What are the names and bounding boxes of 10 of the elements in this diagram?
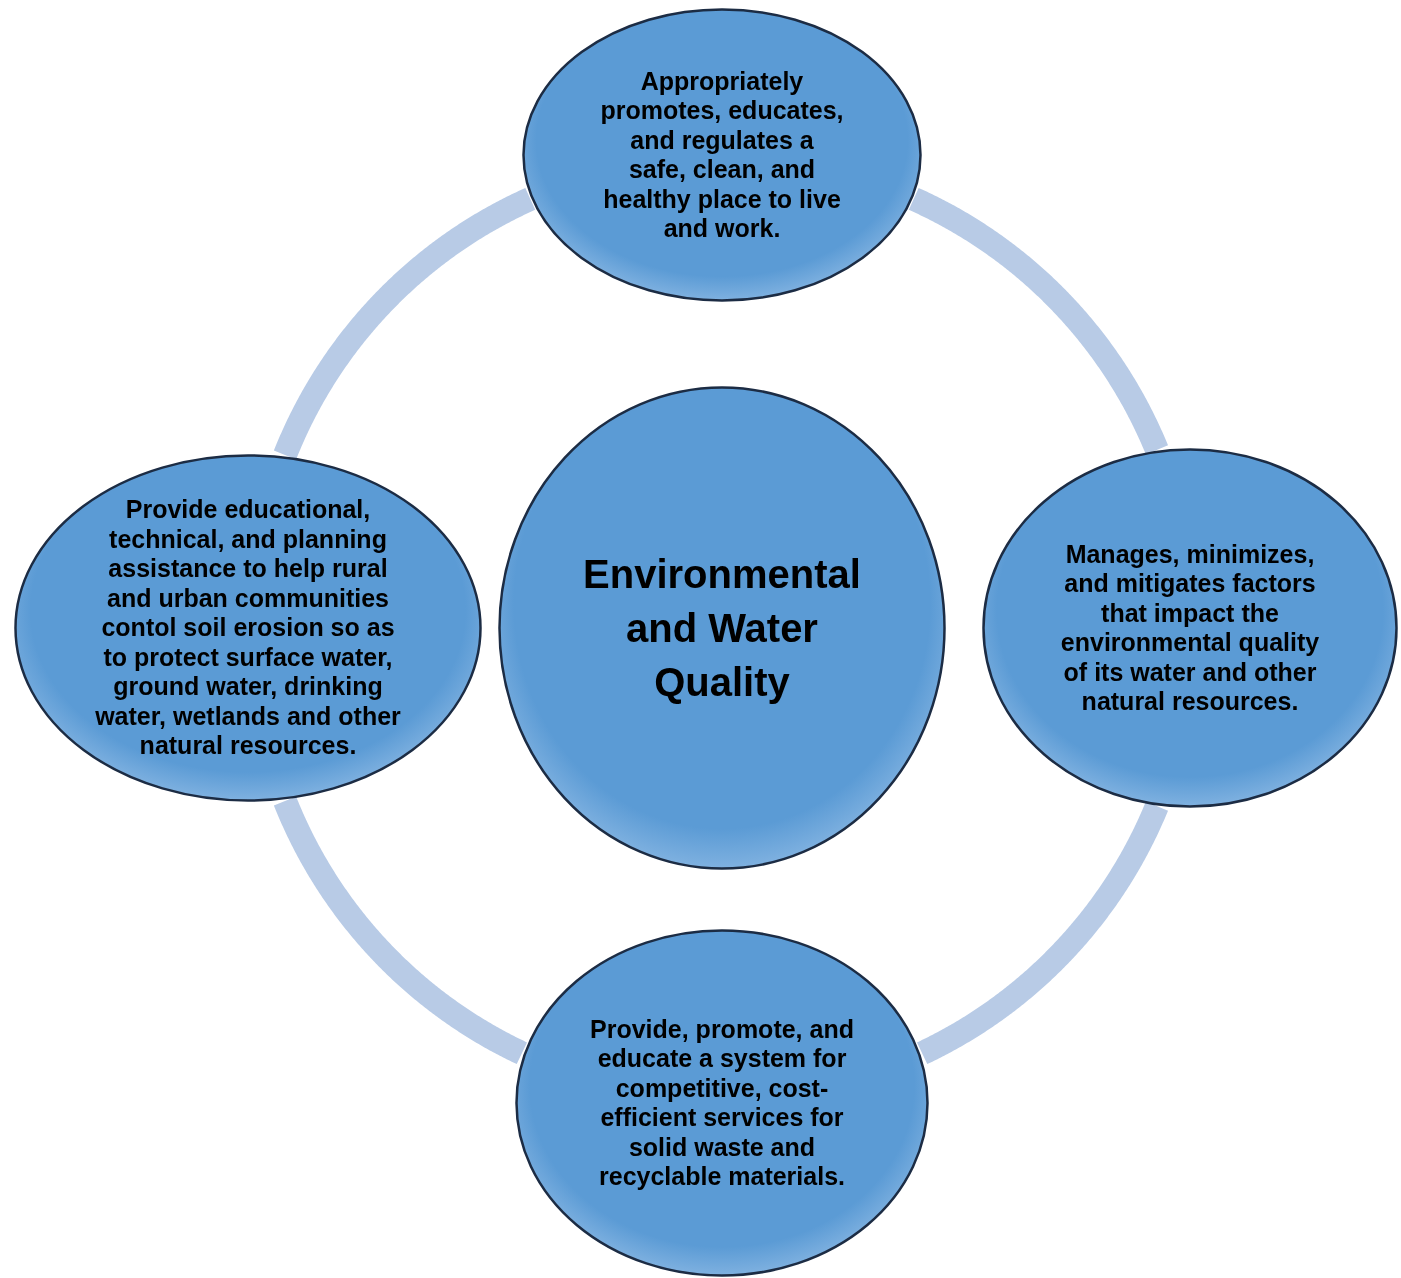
ellipse-node	[515, 929, 929, 1277]
center-title: Environmental and Water Quality	[582, 551, 862, 706]
node-text: Provide, promote, and educate a system for competitive, cost-efficient services for solid waste and recyclable materials.	[589, 1014, 855, 1192]
node-text: Provide educational, technical, and planning assistance to help rural and urban communities contol soil erosion so as to protect surface water, ground water, drinking water, wetlands and other natural resources.	[94, 495, 402, 761]
ellipse-node	[522, 8, 922, 302]
center-circle	[498, 386, 946, 870]
node-text: Manages, minimizes, and mitigates factors that impact the environmental quality of its water and other natural resources.	[1059, 539, 1321, 717]
ellipse-node	[982, 448, 1398, 808]
node-text: Appropriately promotes, educates, and regulates a safe, clean, and healthy place to live and work.	[599, 66, 845, 244]
ellipse-node	[14, 454, 482, 802]
